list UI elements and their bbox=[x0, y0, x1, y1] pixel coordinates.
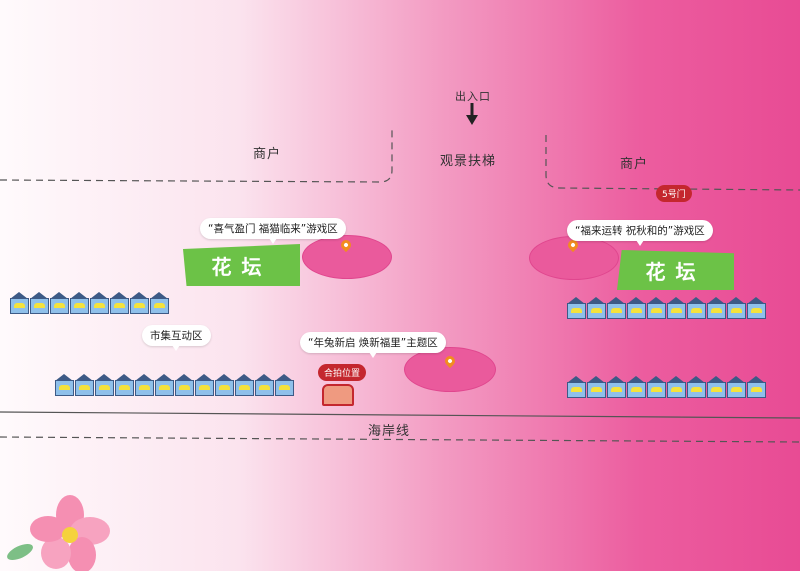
market-label[interactable]: 市集互动区 bbox=[142, 325, 211, 351]
shop-left-boundary bbox=[0, 128, 393, 183]
escalator-label: 观景扶梯 bbox=[440, 154, 497, 169]
garden-right: 花坛 bbox=[617, 250, 734, 290]
photo-booth-icon bbox=[322, 384, 354, 406]
photo-spot-badge[interactable]: 合拍位置 bbox=[318, 364, 367, 381]
zone-right-label[interactable]: “福来运转 祝秋和的”游戏区 bbox=[567, 220, 713, 246]
shop-right-boundary bbox=[545, 135, 800, 191]
shop-right-label: 商户 bbox=[620, 157, 649, 172]
shoreline-line bbox=[0, 436, 800, 443]
entrance-label: 出入口 bbox=[455, 90, 491, 103]
zone-center-label[interactable]: “年兔新启 焕新福里”主题区 bbox=[300, 332, 446, 358]
stall-row bbox=[567, 297, 766, 319]
garden-left: 花坛 bbox=[183, 244, 300, 286]
stall-row bbox=[55, 374, 294, 396]
shoreline-label: 海岸线 bbox=[368, 424, 411, 439]
promenade-line bbox=[0, 411, 800, 419]
flower-icon bbox=[7, 495, 110, 571]
gate-badge[interactable]: 5号门 bbox=[656, 185, 692, 202]
zone-center-area[interactable] bbox=[404, 347, 496, 392]
zone-left-label[interactable]: “喜气盈门 福猫临来”游戏区 bbox=[200, 218, 346, 244]
stall-row bbox=[567, 376, 766, 398]
shop-left-label: 商户 bbox=[253, 147, 282, 162]
stall-row bbox=[10, 292, 169, 314]
